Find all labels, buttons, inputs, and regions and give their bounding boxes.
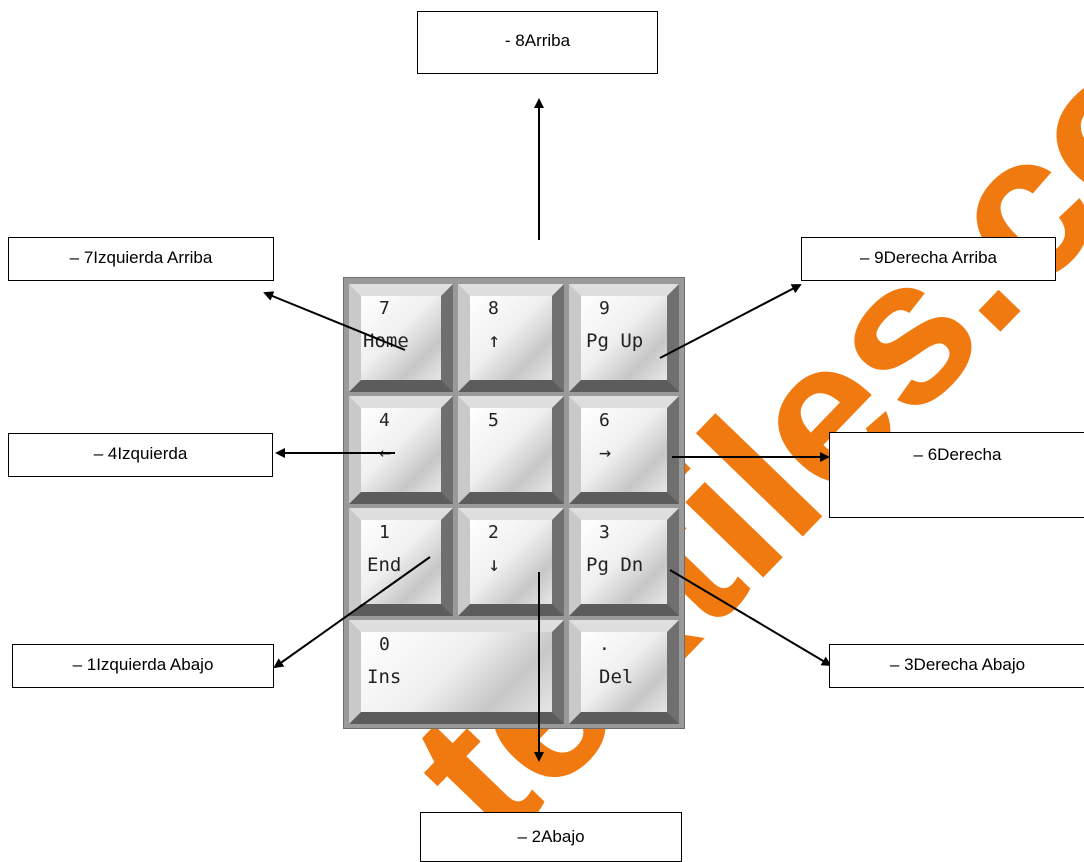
label-down-left-text: – 1Izquierda Abajo <box>72 655 214 674</box>
key-1-number: 1 <box>379 522 390 543</box>
key-decimal-label: Del <box>599 666 634 688</box>
label-right-text: – 6Derecha <box>913 445 1002 464</box>
key-8-number: 8 <box>488 298 499 319</box>
key-9-label: Pg Up <box>586 330 644 352</box>
key-8-arrow: ↑ <box>488 328 501 352</box>
key-3[interactable]: 3 Pg Dn <box>569 508 679 616</box>
arrow-up-right <box>659 284 802 359</box>
arrow-down-left <box>273 556 431 669</box>
key-7-number: 7 <box>379 298 390 319</box>
label-down-text: – 2Abajo <box>517 827 585 846</box>
key-9[interactable]: 9 Pg Up <box>569 284 679 392</box>
key-1-label: End <box>367 554 402 576</box>
key-4[interactable]: 4 ← <box>349 396 453 504</box>
key-8[interactable]: 8 ↑ <box>458 284 564 392</box>
label-up-left-text: – 7Izquierda Arriba <box>69 248 213 267</box>
key-6-arrow: → <box>599 440 612 464</box>
key-3-label: Pg Dn <box>586 554 644 576</box>
key-6[interactable]: 6 → <box>569 396 679 504</box>
label-right: – 6Derecha <box>829 432 1084 518</box>
key-1[interactable]: 1 End <box>349 508 453 616</box>
label-up-text: - 8Arriba <box>504 31 571 50</box>
label-down: – 2Abajo <box>420 812 682 862</box>
numeric-keypad: 7 Home 8 ↑ 9 Pg Up 4 ← 5 6 → 1 End 2 ↓ 3… <box>343 277 685 729</box>
key-2-number: 2 <box>488 522 499 543</box>
label-up: - 8Arriba <box>417 11 658 74</box>
label-down-left: – 1Izquierda Abajo <box>12 644 274 688</box>
label-left-text: – 4Izquierda <box>93 444 188 463</box>
label-left: – 4Izquierda <box>8 433 273 477</box>
label-up-right: – 9Derecha Arriba <box>801 237 1056 281</box>
key-2-arrow: ↓ <box>488 552 501 576</box>
key-0-label: Ins <box>367 666 402 688</box>
key-3-number: 3 <box>599 522 610 543</box>
label-down-right: – 3Derecha Abajo <box>829 644 1084 688</box>
key-6-number: 6 <box>599 410 610 431</box>
key-decimal[interactable]: . Del <box>569 620 679 724</box>
key-decimal-symbol: . <box>599 634 610 655</box>
key-0[interactable]: 0 Ins <box>349 620 564 724</box>
key-5-number: 5 <box>488 410 499 431</box>
key-5[interactable]: 5 <box>458 396 564 504</box>
key-7[interactable]: 7 Home <box>349 284 453 392</box>
key-9-number: 9 <box>599 298 610 319</box>
label-up-right-text: – 9Derecha Arriba <box>859 248 998 267</box>
key-4-number: 4 <box>379 410 390 431</box>
key-2[interactable]: 2 ↓ <box>458 508 564 616</box>
arrow-down-right <box>669 569 832 667</box>
label-up-left: – 7Izquierda Arriba <box>8 237 274 281</box>
key-0-number: 0 <box>379 634 390 655</box>
label-down-right-text: – 3Derecha Abajo <box>889 655 1026 674</box>
arrow-up-left <box>263 291 406 351</box>
